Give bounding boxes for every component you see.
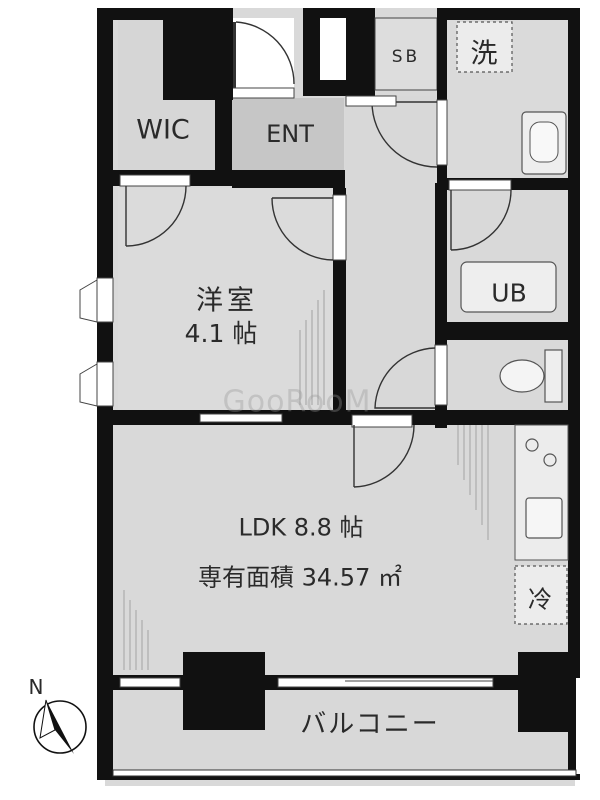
entrance-door-leaf [232, 22, 236, 88]
washer-pan [456, 21, 513, 73]
left-window-1 [96, 277, 114, 323]
burner-1 [525, 438, 539, 452]
corridor [345, 96, 435, 416]
western-door-swing [271, 197, 334, 261]
wash-basin-bowl [529, 121, 559, 163]
shaft-divider [365, 8, 375, 96]
column-right [518, 652, 568, 732]
ldk-door-opening [351, 414, 413, 428]
wic-door-swing [125, 185, 187, 247]
bath-bottom-wall [446, 322, 570, 340]
toilet-door-swing [374, 347, 436, 409]
left-window-2 [96, 361, 114, 407]
column-left [183, 652, 265, 730]
fridge-space [514, 565, 568, 625]
ldk-door-swing [353, 424, 415, 488]
wall-right-bal [568, 678, 576, 780]
toilet-tank [544, 349, 563, 403]
ldk-room [118, 425, 570, 675]
ent-bottom-wall [232, 170, 345, 188]
balcony-rail [112, 769, 577, 777]
shoe-box-wall [437, 8, 447, 183]
entrance-sill [231, 87, 295, 99]
north-compass-icon [33, 699, 87, 754]
left-window-swing-2 [79, 363, 98, 407]
bath-door-opening [448, 179, 512, 191]
bath-door-swing [450, 189, 512, 251]
balcony-window-left [119, 677, 181, 688]
hatching [123, 290, 489, 670]
bathtub [460, 261, 557, 313]
pipe-shaft-inner [320, 18, 346, 80]
wall-top-right [440, 8, 580, 20]
wash-door-opening [436, 99, 448, 166]
western-sliding-opening [199, 413, 283, 423]
kitchen-counter [514, 424, 569, 561]
entrance-door-area [232, 18, 294, 90]
toilet-bowl [499, 359, 545, 393]
ent-corridor-sill [345, 95, 397, 107]
balcony-sliding-window [277, 677, 494, 688]
western-door-opening [332, 194, 347, 261]
toilet-door-opening [434, 344, 448, 406]
entrance-room [232, 98, 344, 170]
shoe-box [374, 17, 438, 91]
entrance-door-swing [235, 21, 295, 85]
burner-2 [543, 453, 557, 467]
wall-bottom [97, 774, 580, 780]
wic-right-wall [215, 90, 232, 182]
left-window-swing-1 [79, 279, 98, 323]
western-room [118, 188, 333, 410]
kitchen-sink [525, 497, 563, 539]
wic-door-opening [119, 174, 191, 187]
wall-right [568, 8, 580, 678]
wic-right-wall-top [163, 8, 233, 100]
